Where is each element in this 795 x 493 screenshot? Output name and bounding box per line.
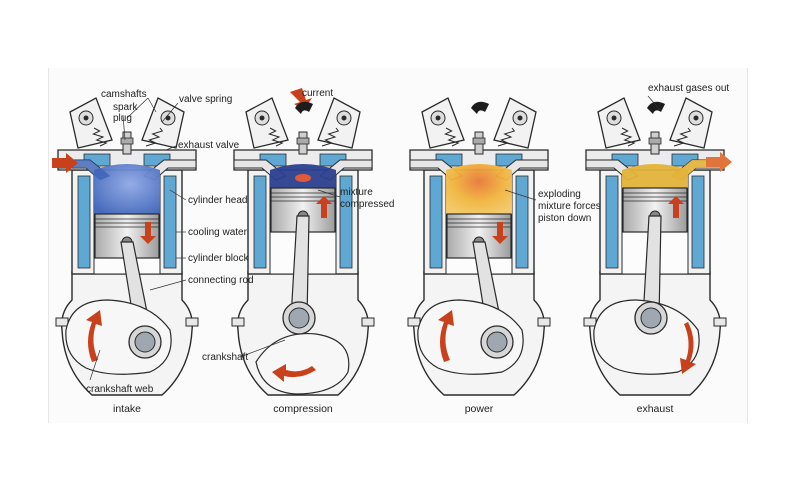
crankshaft-web: [255, 332, 350, 395]
valve-spring-left: [619, 127, 636, 147]
stroke-compression: [231, 88, 375, 396]
camshaft-left-hub: [611, 115, 617, 121]
label-exhaust-gases-out: exhaust gases out: [648, 83, 729, 94]
label-spark-plug-line2: plug: [113, 113, 132, 124]
spark-plug-nut: [648, 137, 662, 145]
label-camshafts: camshafts: [101, 89, 147, 100]
spark-plug-nut: [296, 137, 310, 145]
caption-intake: intake: [113, 403, 141, 415]
camshaft-right-hub: [693, 115, 699, 121]
combustion-gas: [622, 164, 688, 188]
ignition-spark: [295, 174, 311, 182]
spark-plug-nut: [120, 137, 134, 145]
label-exploding-line2: mixture forces: [538, 201, 601, 212]
valve-spring-right: [673, 127, 692, 147]
combustion-gas: [446, 164, 512, 214]
label-exploding-line1: exploding: [538, 189, 581, 200]
combustion-gas: [94, 164, 160, 214]
camshaft-left-hub: [83, 115, 89, 121]
label-cylinder-head: cylinder head: [188, 195, 247, 206]
label-exhaust-valve: exhaust valve: [178, 140, 240, 151]
valve-spring-right: [497, 127, 516, 147]
water-jacket-right: [339, 175, 353, 269]
piston-motion-arrow: [140, 222, 156, 244]
leader-lines: [89, 95, 661, 381]
label-connecting-rod: connecting rod: [188, 275, 254, 286]
crankcase-flange-left: [407, 317, 421, 327]
water-jacket-left: [605, 175, 619, 269]
ignition-lead: [471, 101, 489, 114]
crankcase-flange-right: [713, 317, 727, 327]
label-spark-plug-line1: spark: [113, 102, 138, 113]
exhaust-out-arrow: [706, 152, 732, 172]
water-jacket-right: [515, 175, 529, 269]
crankpin: [486, 331, 508, 353]
label-mixture-compressed-line1: mixture: [340, 187, 373, 198]
label-crankshaft-web: crankshaft web: [86, 384, 154, 395]
crankpin: [288, 307, 310, 329]
camshaft-right-hub: [165, 115, 171, 121]
valve-spring-left: [267, 127, 284, 147]
stroke-power: [407, 97, 551, 396]
crankcase-flange-right: [361, 317, 375, 327]
valve-spring-left: [91, 127, 108, 147]
camshaft-left-hub: [435, 115, 441, 121]
valve-spring-right: [321, 127, 340, 147]
water-jacket-left: [77, 175, 91, 269]
engine-intake: [52, 97, 199, 396]
engine-power: [407, 97, 551, 396]
piston-motion-arrow: [316, 196, 332, 218]
crankcase-flange-left: [231, 317, 245, 327]
crankpin: [640, 307, 662, 329]
label-cooling-water: cooling water: [188, 227, 248, 238]
engine-exhaust: [583, 97, 732, 396]
crankpin: [134, 331, 156, 353]
crankshaft-web: [593, 299, 700, 375]
piston-motion-arrow: [492, 222, 508, 244]
crank-rotation-arrow: [438, 310, 454, 362]
stroke-exhaust: [583, 97, 732, 396]
crankcase-flange-left: [55, 317, 69, 327]
crankcase-flange-left: [583, 317, 597, 327]
valve-spring-left: [443, 127, 460, 147]
spark-plug-nut: [472, 137, 486, 145]
camshaft-right-hub: [341, 115, 347, 121]
valve-spring-right: [145, 127, 164, 147]
intake-arrow: [52, 153, 78, 173]
crankcase-flange-right: [537, 317, 551, 327]
caption-power: power: [465, 403, 494, 415]
label-exploding-line3: piston down: [538, 213, 591, 224]
label-crankshaft: crankshaft: [202, 352, 248, 363]
label-valve-spring: valve spring: [179, 94, 232, 105]
crank-rotation-arrow: [680, 322, 696, 374]
water-jacket-right: [691, 175, 705, 269]
crank-rotation-arrow: [86, 310, 102, 362]
label-current: current: [302, 88, 333, 99]
engine-compression: [231, 88, 375, 396]
label-cylinder-block: cylinder block: [188, 253, 250, 264]
water-jacket-left: [429, 175, 443, 269]
caption-compression: compression: [273, 403, 333, 415]
label-mixture-compressed-line2: compressed: [340, 199, 394, 210]
caption-exhaust: exhaust: [637, 403, 674, 415]
left-edge-line: [48, 68, 49, 423]
water-jacket-right: [163, 175, 177, 269]
ignition-lead: [647, 101, 665, 114]
ignition-lead: [295, 101, 313, 114]
crank-rotation-arrow: [272, 364, 316, 382]
piston-motion-arrow: [668, 196, 684, 218]
camshaft-right-hub: [517, 115, 523, 121]
water-jacket-left: [253, 175, 267, 269]
crankcase-flange-right: [185, 317, 199, 327]
right-edge-line: [747, 68, 748, 423]
camshaft-left-hub: [259, 115, 265, 121]
stroke-intake: [52, 97, 199, 396]
